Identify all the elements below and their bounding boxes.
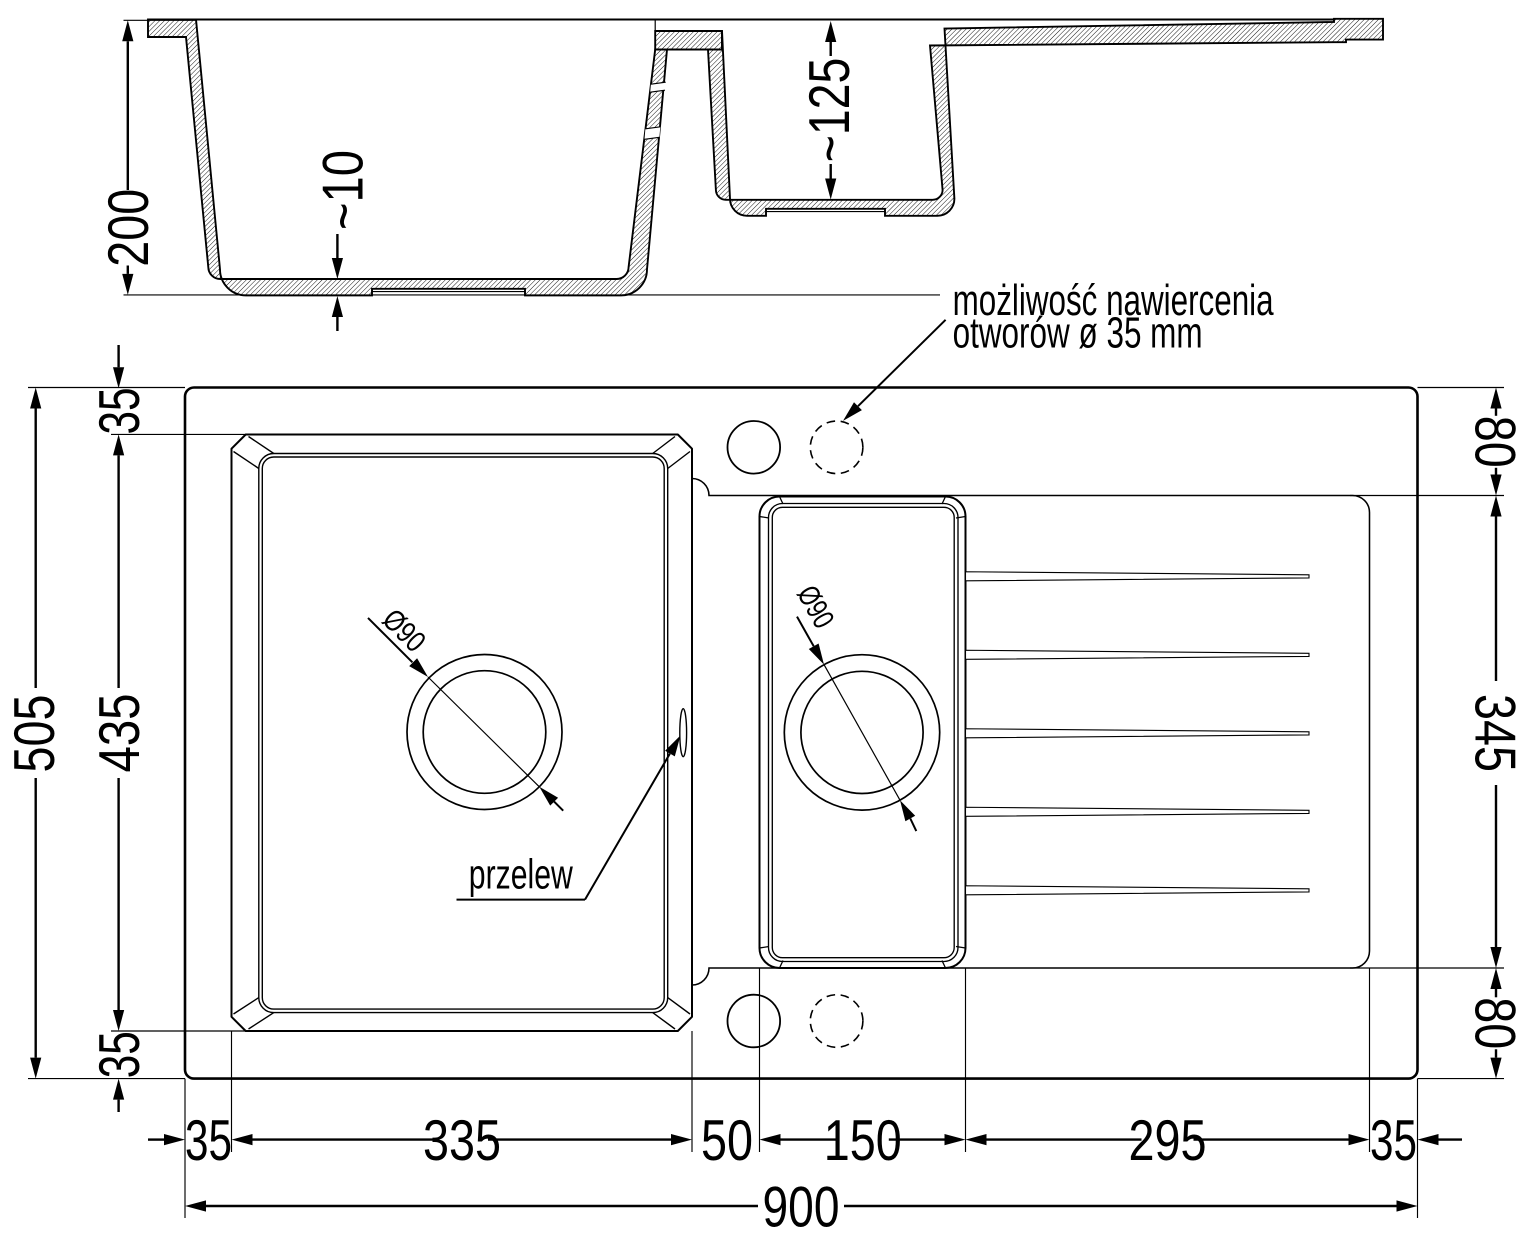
svg-text:80: 80 bbox=[1463, 416, 1527, 468]
svg-text:295: 295 bbox=[1129, 1109, 1207, 1173]
svg-text:50: 50 bbox=[701, 1109, 753, 1173]
svg-text:otworów ø 35 mm: otworów ø 35 mm bbox=[953, 308, 1203, 357]
svg-text:35: 35 bbox=[88, 1031, 152, 1078]
svg-text:możliwość nawiercenia: możliwość nawiercenia bbox=[953, 276, 1274, 325]
svg-text:35: 35 bbox=[1370, 1109, 1417, 1173]
svg-text:505: 505 bbox=[3, 695, 67, 773]
svg-text:435: 435 bbox=[88, 694, 152, 773]
svg-text:~10: ~10 bbox=[311, 150, 375, 230]
svg-text:35: 35 bbox=[88, 388, 152, 435]
svg-text:200: 200 bbox=[97, 189, 161, 267]
svg-text:35: 35 bbox=[185, 1109, 232, 1173]
svg-text:335: 335 bbox=[423, 1109, 501, 1173]
svg-text:80: 80 bbox=[1463, 997, 1527, 1049]
svg-text:345: 345 bbox=[1463, 694, 1527, 772]
svg-text:900: 900 bbox=[763, 1175, 840, 1239]
svg-text:~125: ~125 bbox=[798, 58, 862, 163]
svg-text:przelew: przelew bbox=[469, 851, 573, 898]
svg-text:150: 150 bbox=[824, 1109, 902, 1173]
